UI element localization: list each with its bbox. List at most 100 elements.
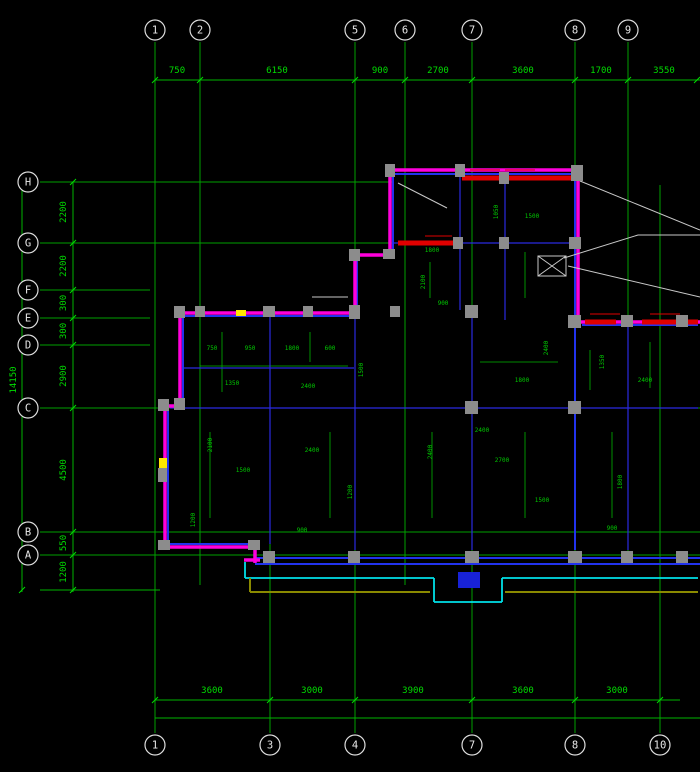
axis-bubble: [461, 19, 483, 41]
dimension-text: 2200: [59, 255, 69, 277]
column-block: [568, 551, 582, 563]
column-block: [263, 306, 275, 317]
dimension-text: 2700: [427, 66, 449, 76]
dim-tick: [18, 586, 26, 594]
dim-tick: [151, 696, 159, 704]
interior-dimension-text: 1500: [535, 497, 550, 504]
axis-bubble-label: B: [25, 527, 31, 539]
interior-dimension-text: 1500: [358, 362, 365, 377]
interior-dimension-text: 1500: [236, 467, 251, 474]
column-block: [303, 306, 313, 317]
column-block: [349, 249, 360, 261]
axis-bubble: [17, 232, 39, 254]
axis-bubble: [564, 19, 586, 41]
dim-tick: [624, 76, 632, 84]
column-block: [158, 540, 170, 550]
accent-marks: [159, 310, 246, 474]
column-block: [465, 401, 478, 414]
axis-bubble: [144, 734, 166, 756]
axis-bubble: [17, 307, 39, 329]
dimension-text: 550: [59, 535, 69, 551]
dimension-text: 3600: [201, 686, 223, 696]
dim-tick: [351, 696, 359, 704]
interior-dimension-text: 1200: [347, 484, 354, 499]
dim-tick: [69, 239, 77, 247]
axis-bubble-label: 7: [469, 25, 475, 37]
axis-bubble-label: 3: [267, 740, 273, 752]
column-block: [158, 399, 169, 411]
axis-bubble: [344, 19, 366, 41]
hatched-walls: [398, 169, 698, 325]
axis-bubble: [649, 734, 671, 756]
interior-dimension-text: 900: [607, 525, 618, 532]
axis-bubble-label: 10: [654, 740, 667, 752]
dim-tick: [656, 696, 664, 704]
interior-dimension-text: 1800: [285, 345, 300, 352]
column-block: [455, 164, 465, 177]
dimension-text: 1700: [590, 66, 612, 76]
interior-dimension-text: 2100: [207, 437, 214, 452]
dimension-text: 900: [372, 66, 388, 76]
column-block: [569, 237, 581, 249]
interior-dimension-text: 2400: [301, 383, 316, 390]
axis-bubble: [259, 734, 281, 756]
dim-tick: [401, 76, 409, 84]
axis-bubble-label: G: [25, 238, 31, 250]
axis-bubble: [17, 544, 39, 566]
axis-bubble-label: 5: [352, 25, 358, 37]
overall-dimension-text: 14150: [9, 366, 19, 393]
interior-dimension-text: 1800: [617, 474, 624, 489]
dim-tick: [69, 341, 77, 349]
axis-bubble: [144, 19, 166, 41]
axis-bubble-label: 2: [197, 25, 203, 37]
interior-dimension-text: 950: [245, 345, 256, 352]
column-block: [174, 306, 185, 318]
interior-dimension-text: 900: [297, 527, 308, 534]
axis-bubble-label: D: [25, 340, 31, 352]
interior-dimension-text: 1200: [190, 512, 197, 527]
leader-lines: [312, 180, 700, 298]
axis-bubble-label: H: [25, 177, 31, 189]
dimension-text: 3550: [653, 66, 675, 76]
dim-tick: [266, 696, 274, 704]
axis-bubble: [17, 521, 39, 543]
dim-tick: [69, 404, 77, 412]
stair-core-block: [458, 572, 480, 588]
balcony-edge-olive: [249, 578, 698, 593]
dim-tick: [69, 586, 77, 594]
column-block: [383, 249, 395, 259]
shaft-box-icon: [537, 255, 567, 277]
column-block: [195, 306, 205, 317]
interior-dimension-text: 2400: [543, 340, 550, 355]
column-block: [499, 237, 509, 249]
column-block: [158, 468, 167, 482]
interior-dim-lines: [200, 252, 651, 518]
dim-tick: [69, 551, 77, 559]
axis-bubble: [17, 334, 39, 356]
dim-tick: [468, 696, 476, 704]
axis-bubble-label: C: [25, 403, 31, 415]
column-block: [568, 401, 581, 414]
axis-bubble-label: 7: [469, 740, 475, 752]
dim-tick: [693, 76, 700, 84]
column-block: [676, 315, 688, 327]
column-block: [174, 398, 185, 410]
interior-dimension-text: 1800: [515, 377, 530, 384]
column-block: [465, 551, 479, 563]
column-block: [390, 306, 400, 317]
column-block: [621, 315, 633, 327]
interior-dimension-text: 1050: [493, 204, 500, 219]
dim-tick: [69, 178, 77, 186]
dimension-text: 3600: [512, 686, 534, 696]
axis-bubble-label: F: [25, 285, 31, 297]
interior-dimension-text: 2400: [638, 377, 653, 384]
dim-tick: [571, 696, 579, 704]
axis-bubble: [17, 397, 39, 419]
interior-dimension-text: 2100: [420, 274, 427, 289]
